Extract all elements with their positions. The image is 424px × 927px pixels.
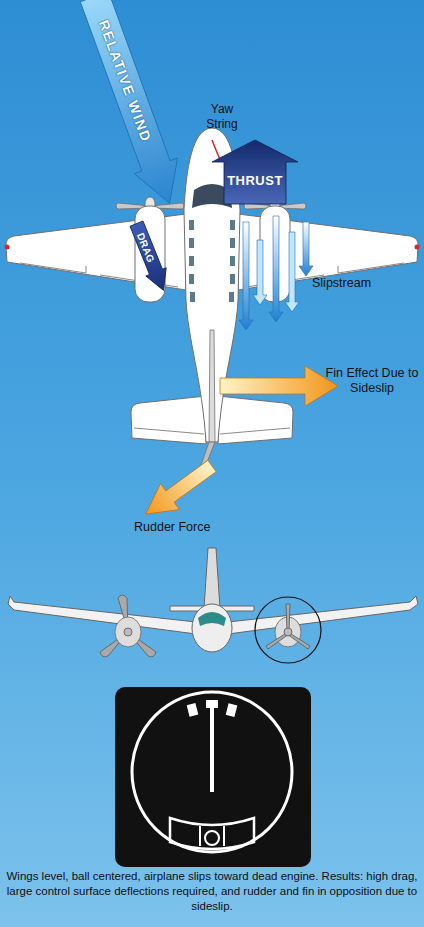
dead-engine-circle xyxy=(255,597,321,663)
rudder-force-arrow xyxy=(136,453,221,527)
arrow-label: THRUST xyxy=(212,162,298,198)
turn-coordinator-part xyxy=(132,692,292,852)
front-view-fuselage-part xyxy=(198,612,226,626)
arrow-outline xyxy=(212,140,298,204)
fuselage-part xyxy=(189,220,194,230)
front-view-fuselage xyxy=(192,604,232,652)
turn-coordinator-part xyxy=(187,703,199,717)
turn-coordinator-part xyxy=(223,826,225,846)
fuselage-part xyxy=(230,220,235,230)
front-view-wings-part xyxy=(228,596,418,634)
thrust-arrow: THRUST xyxy=(212,140,298,204)
fuselage-part xyxy=(189,274,194,284)
operating-propeller-part xyxy=(124,628,132,636)
slipstream-arrow-part xyxy=(269,216,283,322)
slipstream-arrow-part xyxy=(285,232,299,312)
nav-light-part xyxy=(415,245,420,250)
fuselage-part xyxy=(189,238,194,248)
arrow-shape xyxy=(212,140,298,204)
turn-coordinator-part xyxy=(206,700,218,708)
force-label: Rudder Force xyxy=(134,520,244,535)
arrow-shape xyxy=(73,0,191,211)
caption: Wings level, ball centered, airplane sli… xyxy=(4,869,420,914)
fuselage-part xyxy=(229,292,234,302)
rudder-force-arrow-part xyxy=(136,453,221,527)
feathered-propeller xyxy=(266,604,310,649)
fin-effect-arrow xyxy=(220,366,338,406)
arrow-shape xyxy=(126,220,173,295)
turn-coordinator-part xyxy=(226,703,238,717)
fuselage-part xyxy=(230,274,235,284)
force-label: Fin Effect Due to Sideslip xyxy=(322,366,422,396)
front-view-tail-part xyxy=(204,548,220,608)
vertical-fin xyxy=(200,330,215,470)
fuselage-part xyxy=(190,292,195,302)
slipstream-arrow-part xyxy=(253,240,267,305)
front-view-tail xyxy=(170,548,254,611)
slipstream-arrow-part xyxy=(299,222,313,276)
fuselage-part xyxy=(189,256,194,266)
turn-coordinator-part xyxy=(199,826,201,846)
slipstream-arrow xyxy=(239,216,313,330)
callout-label: Slipstream xyxy=(312,276,402,291)
fuselage-part xyxy=(230,238,235,248)
fuselage-part xyxy=(230,256,235,266)
turn-coordinator-part xyxy=(170,818,254,849)
horizontal-tail-part xyxy=(131,396,206,444)
vertical-fin-part xyxy=(209,330,215,442)
slipstream-arrow-part xyxy=(239,222,253,330)
operating-propeller-part xyxy=(115,617,141,647)
front-view-fuselage-part xyxy=(192,604,232,652)
turn-coordinator-part xyxy=(205,831,219,845)
callout-label: Yaw String xyxy=(199,102,245,132)
nav-light-part xyxy=(5,245,10,250)
turn-coordinator-part xyxy=(210,706,214,792)
horizontal-tail-part xyxy=(218,396,293,444)
turn-coordinator xyxy=(115,687,311,867)
turn-coordinator-part xyxy=(115,687,311,867)
feathered-propeller-part xyxy=(284,628,292,636)
operating-propeller xyxy=(100,595,156,657)
front-view-wings-part xyxy=(8,596,196,634)
